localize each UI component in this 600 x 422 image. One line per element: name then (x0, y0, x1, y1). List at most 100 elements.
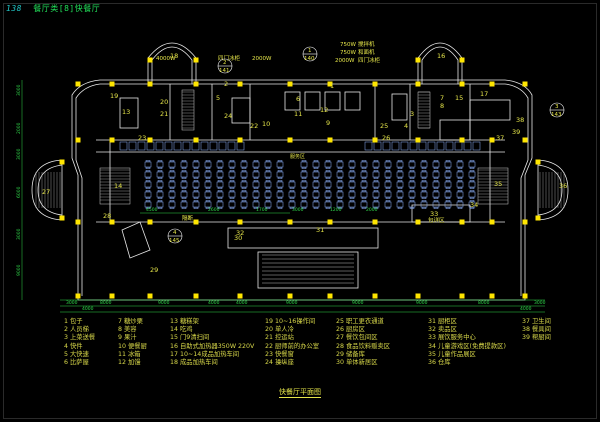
freezer-east-label: 四门冰柜 (358, 56, 381, 64)
section-marker-3: 3 143 (549, 102, 565, 118)
table (204, 170, 212, 179)
table (216, 180, 224, 189)
table (444, 190, 452, 199)
table (300, 160, 308, 169)
column (327, 293, 333, 299)
table (180, 200, 188, 209)
room-number: 18 (170, 52, 178, 60)
table (204, 200, 212, 209)
room-number: 30 (234, 234, 242, 242)
tower-west (147, 42, 197, 84)
dimension-label: 6000 (16, 186, 22, 198)
table (264, 170, 272, 179)
column (75, 293, 81, 299)
dimension-label: 2000 (366, 207, 378, 213)
table (384, 180, 392, 189)
dimension-label: 8000 (478, 300, 490, 306)
table (384, 160, 392, 169)
section-marker-1: 1 140 (302, 46, 318, 62)
kitchen-fixture (227, 141, 236, 151)
counter-31 (227, 227, 379, 249)
column (59, 215, 65, 221)
legend-item: 22 厨师前的办公室 (265, 342, 320, 350)
room-number: 24 (224, 112, 232, 120)
room-number: 10 (262, 120, 270, 128)
legend-col-7: 37 卫生间 38 餐具间 39 帮厨间 (522, 318, 551, 343)
column (237, 81, 243, 87)
room-number: 32 (236, 229, 244, 237)
table (396, 160, 404, 169)
table (276, 170, 284, 179)
table (228, 160, 236, 169)
legend-item: 16 自助式加热器350W 220V (170, 342, 255, 350)
room-number: 9 (326, 119, 330, 127)
power-dryer-label: 750W (340, 50, 356, 56)
table (144, 200, 152, 209)
rotunda-east-inner (537, 164, 563, 216)
legend-item: 9 果汁 (118, 334, 137, 342)
table (444, 160, 452, 169)
dimension-label: 2600 (208, 207, 220, 213)
column (535, 159, 541, 165)
dimension-label: 9000 (158, 300, 170, 306)
dimension-label: 1700 (256, 207, 268, 213)
page-number: 138 (6, 4, 22, 13)
section-marker-3-sheet: 143 (551, 112, 562, 118)
column (415, 81, 421, 87)
table (276, 160, 284, 169)
table (348, 160, 356, 169)
kitchen-fixture (200, 141, 209, 151)
outer-wall (71, 79, 533, 301)
column (287, 219, 293, 225)
table (168, 200, 176, 209)
legend-col-5: 25 职工更衣通道 26 厨房区 27 餐饮包间区 28 食品饮料贩卖区 29 … (336, 318, 390, 367)
table (264, 180, 272, 189)
legend-item: 13 糖糕架 (170, 318, 199, 325)
table (468, 170, 476, 179)
kitchen-fixture (209, 141, 218, 151)
legend-item: 5 大快速 (64, 350, 89, 358)
table (420, 200, 428, 209)
caption-text: 快餐厅平面图 (279, 388, 321, 398)
table (216, 200, 224, 209)
legend-item: 36 仓库 (428, 358, 451, 366)
legend-item: 11 冰箱 (118, 350, 141, 358)
legend-item: 21 控运站 (265, 334, 294, 342)
table (360, 160, 368, 169)
rotunda-east (537, 159, 569, 221)
section-markers: 1 140 2 141 3 143 4 145 (167, 46, 565, 244)
table (372, 180, 380, 189)
kitchen-fixture (182, 141, 191, 151)
column (522, 137, 528, 143)
dimension-label: 3000 (16, 228, 22, 240)
table (432, 200, 440, 209)
room-number: 27 (42, 188, 50, 196)
table (180, 170, 188, 179)
table (432, 160, 440, 169)
kitchen-fixture (382, 141, 391, 151)
room-number: 3 (410, 110, 414, 118)
table (252, 180, 260, 189)
room-number: 36 (559, 182, 567, 190)
table (360, 190, 368, 199)
table (420, 170, 428, 179)
legend-item: 20 单人冷 (265, 326, 294, 334)
table (324, 160, 332, 169)
table (276, 180, 284, 189)
room-number: 38 (516, 116, 524, 124)
table (348, 190, 356, 199)
table (444, 200, 452, 209)
kitchen-fixture (400, 141, 409, 151)
column (193, 137, 199, 143)
dimension-label: 3000 (16, 84, 22, 96)
table (144, 190, 152, 199)
table (156, 170, 164, 179)
table (336, 170, 344, 179)
room-number: 19 (110, 92, 118, 100)
dimension-label: 4000 (208, 300, 220, 306)
column (193, 81, 199, 87)
legend-item: 2 人员梯 (64, 326, 89, 334)
column (372, 137, 378, 143)
table (336, 160, 344, 169)
dimension-label: 9000 (352, 300, 364, 306)
